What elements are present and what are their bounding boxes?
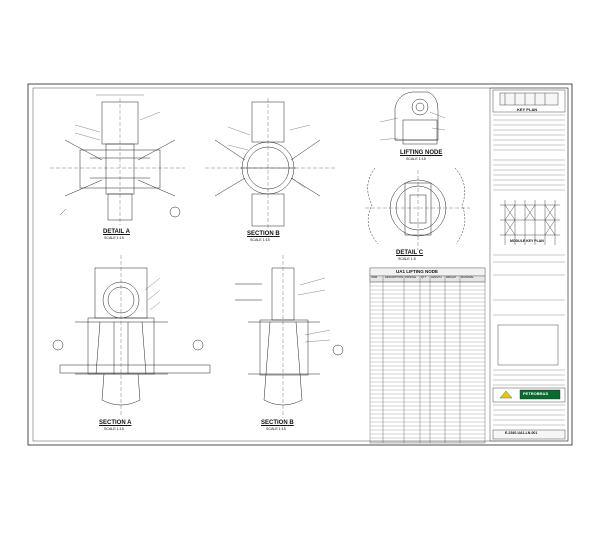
section-a-view [52,255,211,415]
lifting-node-title: LIFTING NODE [400,150,443,156]
detail-a-title: DETAIL A [103,229,130,235]
section-b-top-title: SECTION B [247,231,280,237]
lifting-node-view [394,91,439,145]
key-plan-label: KEY PLAN [517,107,538,112]
company-logo-text: PETROBRAS [523,391,549,396]
lifting-node-scale: SCALE 1:15 [406,157,426,161]
table-header-cell: MATERIAL [461,276,474,279]
section-b-top-scale: SCALE 1:15 [250,238,270,242]
section-a-title: SECTION A [99,420,132,426]
detail-c-view [365,167,470,250]
section-b-bottom-scale: SCALE 1:15 [266,427,286,431]
module-key-plan-label: MODULE KEY PLAN [510,239,544,243]
table-header-cell: PROFILE [405,276,417,279]
table-header-cell: QTY [421,276,427,279]
table-header-cell: ITEM [371,276,378,279]
drawing-number: E-2340-UA1-LN-001 [505,431,538,435]
table-header-cell: WEIGHT [446,276,457,279]
table-header-cell: DESCRIPTION [385,276,403,279]
detail-a-scale: SCALE 1:15 [104,236,124,240]
section-b-top-view [205,98,335,230]
material-table-title: UA1 LIFTING NODE [396,269,439,274]
detail-c-scale: SCALE 1:5 [398,257,416,261]
table-header-cell: LENGTH [431,276,442,279]
material-table [369,267,486,444]
sheet-border [27,83,573,446]
leader-lines [74,111,446,343]
section-b-bottom-view [235,255,344,418]
section-b-bottom-title: SECTION B [261,420,294,426]
detail-c-title: DETAIL C [396,250,424,256]
title-block [489,87,569,442]
section-a-scale: SCALE 1:15 [104,427,124,431]
detail-a-view [50,94,185,225]
